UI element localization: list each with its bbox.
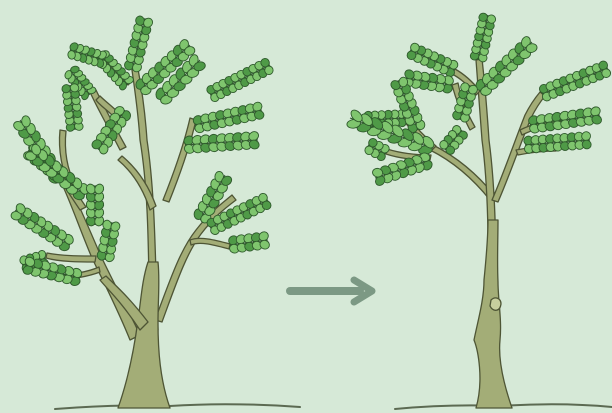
leaf	[601, 68, 611, 78]
leaf	[262, 201, 271, 210]
pruning-cut-scar	[490, 298, 501, 310]
leaf	[265, 66, 274, 75]
leaf-cluster-left-vertical	[85, 183, 106, 228]
